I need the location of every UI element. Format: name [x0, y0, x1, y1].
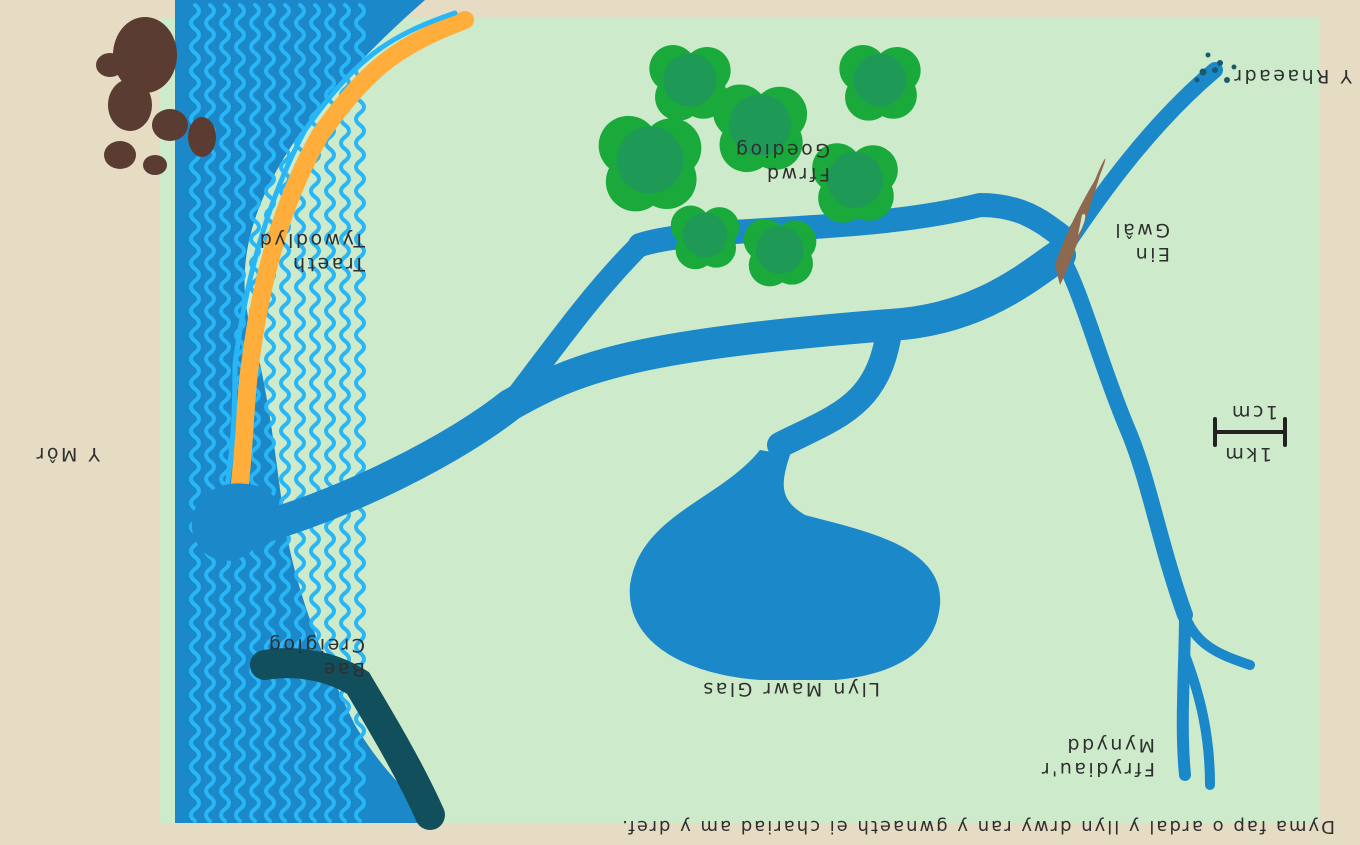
label-waterfall: Y Rhaeadr	[1231, 65, 1352, 87]
river-segment	[1052, 247, 1193, 623]
label-beach: Traeth Tywodlyd	[257, 229, 365, 275]
scale-top-label: 1cm	[1229, 401, 1278, 423]
rocks	[96, 17, 216, 175]
waterfall-dots	[1194, 52, 1237, 83]
label-sea: Y Môr	[34, 443, 100, 465]
rocky-cliff	[250, 648, 445, 830]
tree	[812, 143, 898, 223]
river-segment	[1176, 609, 1191, 781]
label-rocky-bay: Bae Creigiog	[266, 634, 365, 680]
river-segment	[192, 483, 280, 561]
tree	[649, 45, 731, 121]
sandy-beach	[226, 11, 474, 534]
scale-bottom-label: 1km	[1222, 443, 1272, 465]
tree	[712, 84, 808, 173]
tree	[670, 205, 740, 270]
label-hill-springs: Ffrydiau'r Mynydd	[1039, 734, 1155, 780]
label-ford: Ein Gwâl	[1112, 219, 1170, 265]
sea-wave	[279, 3, 291, 823]
ford-patch	[1055, 158, 1106, 285]
scale-bar	[1213, 417, 1287, 447]
sea-wave	[294, 3, 306, 823]
river-segment	[219, 239, 1076, 551]
river-segment	[499, 234, 651, 416]
tree	[598, 115, 702, 212]
map-caption: Dyma fap o ardal y llyn drwy ran y gwnae…	[620, 816, 1335, 837]
lake	[629, 450, 941, 680]
river-segment	[767, 312, 903, 458]
sea-wave	[219, 3, 231, 823]
river-segment	[1180, 650, 1215, 790]
label-lake: Llyn Mawr Glas	[700, 678, 880, 700]
tree	[743, 218, 817, 287]
sea-wave	[264, 3, 276, 823]
label-forest: Ffrwd Goediog	[733, 139, 830, 185]
tree	[839, 45, 921, 121]
sea-wave	[249, 3, 261, 823]
